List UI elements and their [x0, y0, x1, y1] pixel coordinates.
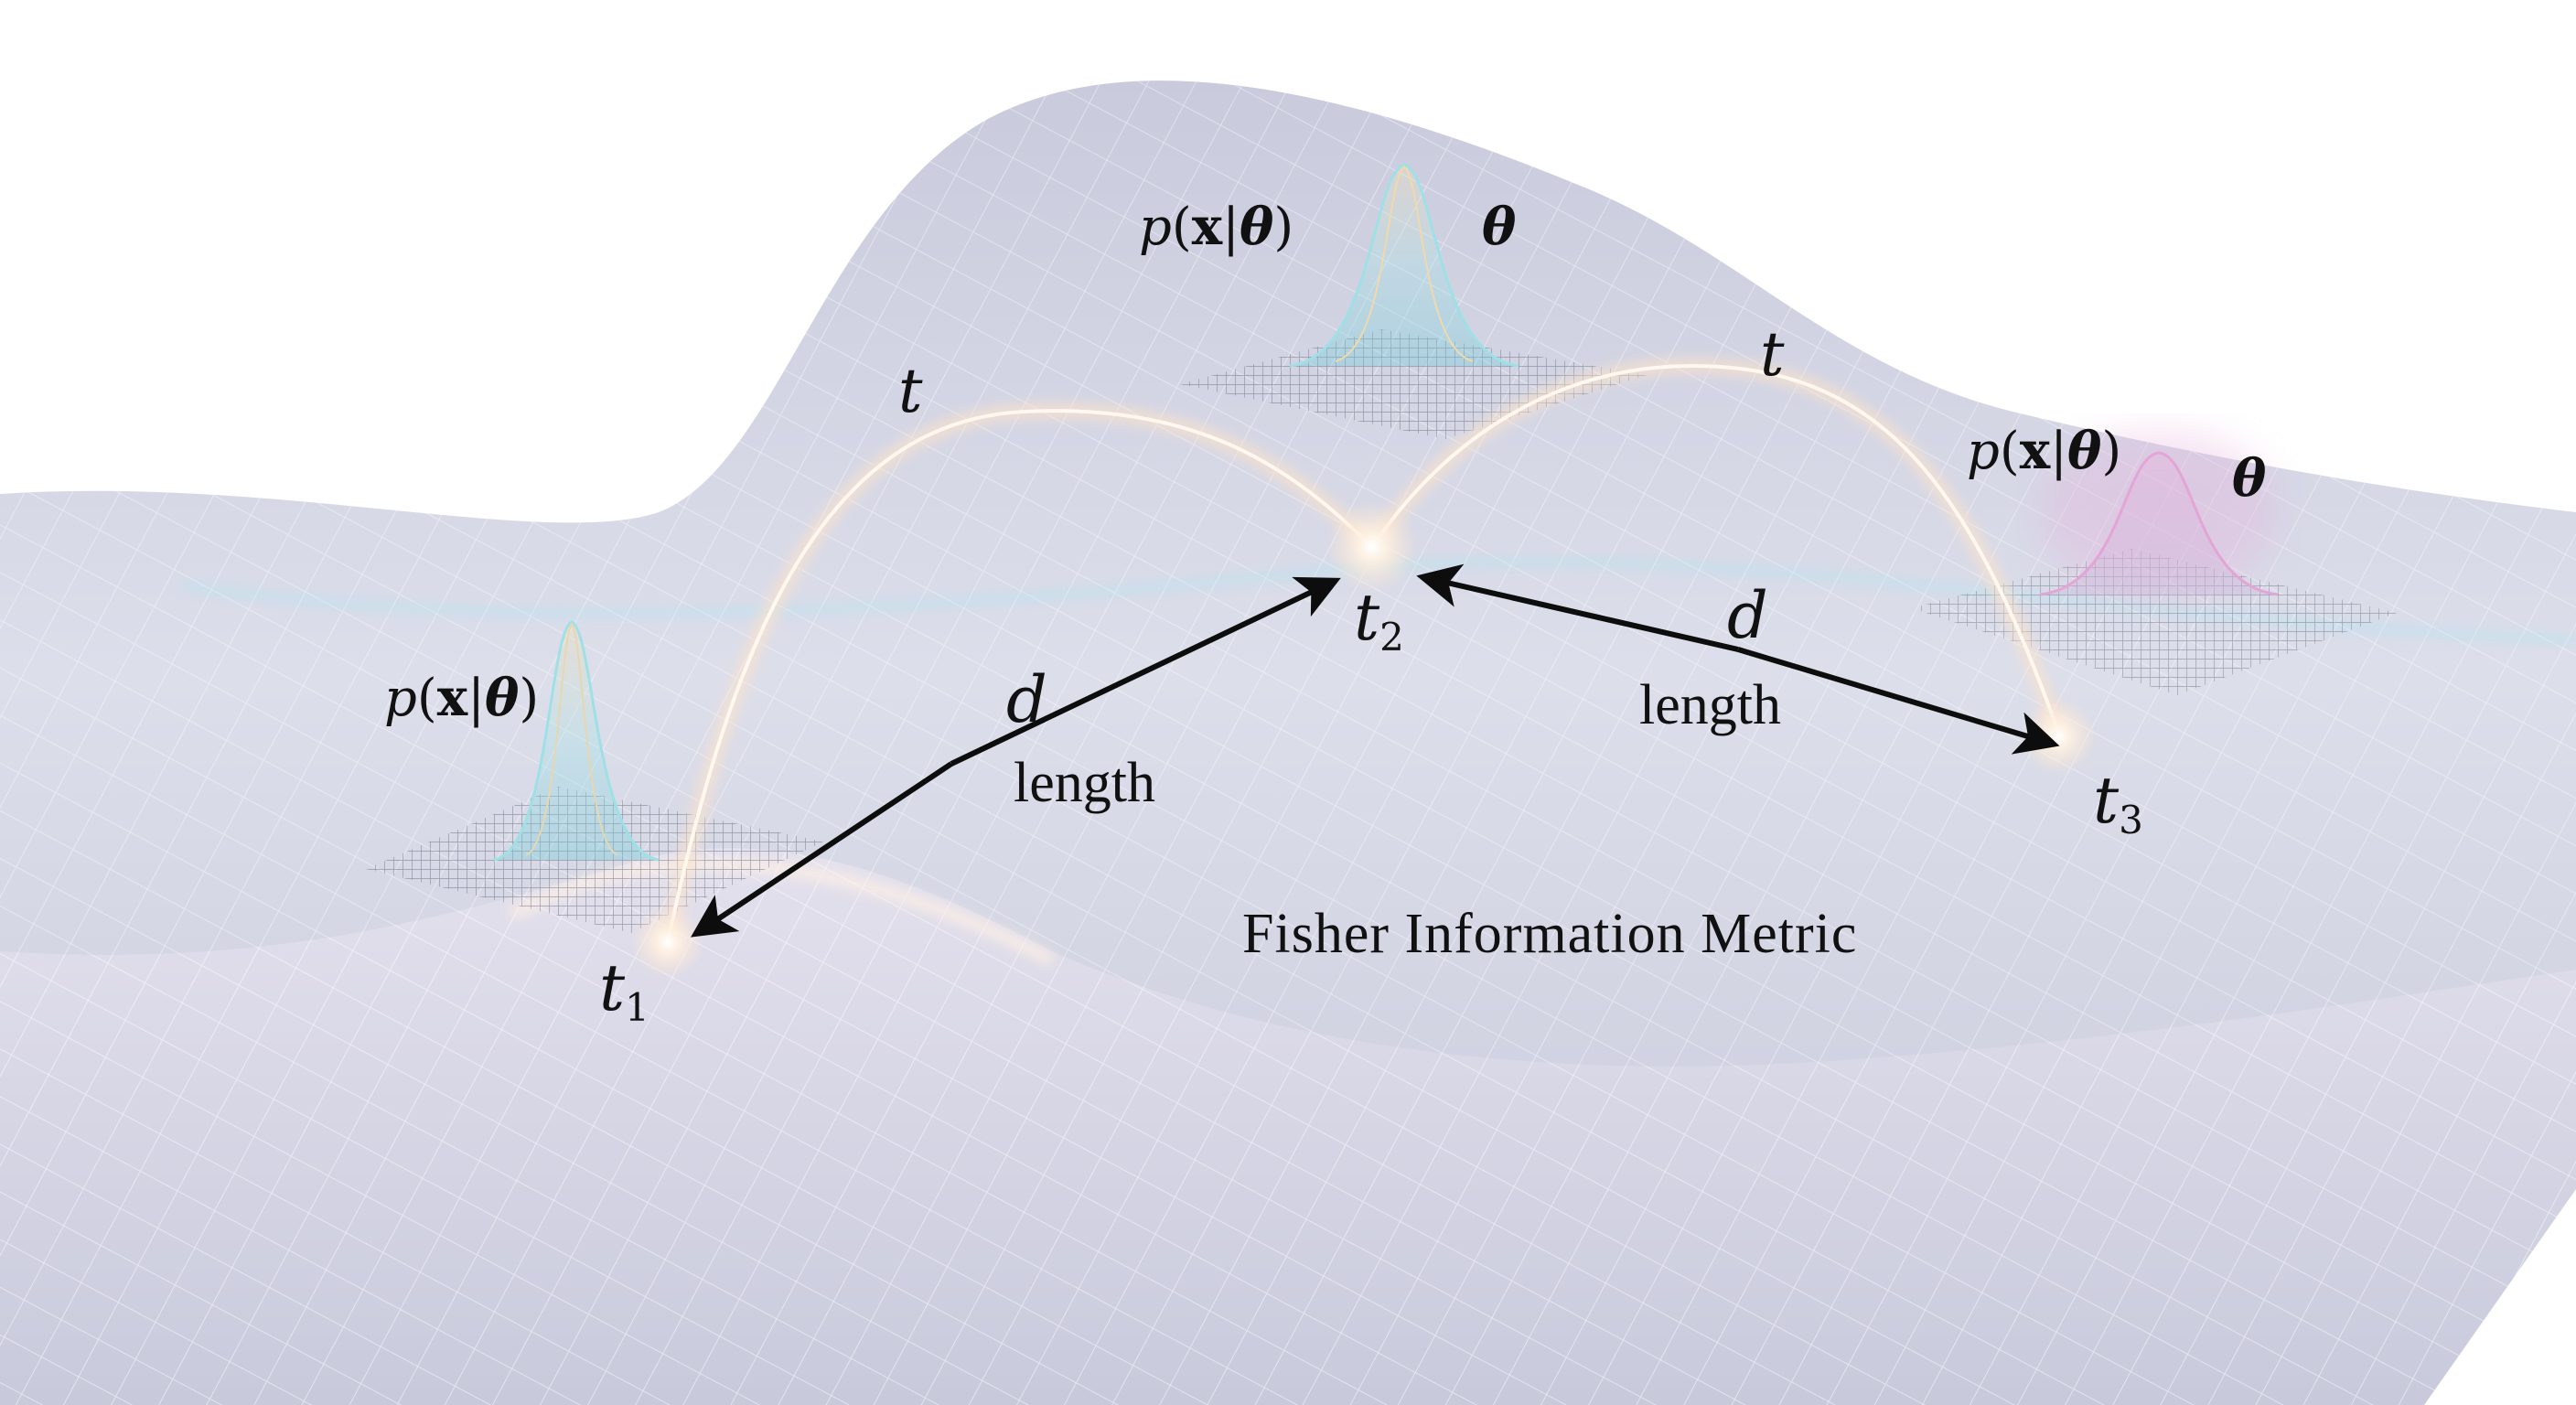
p-symbol: p	[1967, 422, 2000, 481]
label-point-t1: t1	[599, 950, 649, 1030]
point-t2-glow	[1326, 501, 1418, 593]
p-symbol: p	[1139, 198, 1172, 257]
label-distance-d-left: d	[1006, 662, 1047, 737]
point-t1-glow	[631, 906, 704, 979]
x-symbol: x	[436, 668, 468, 728]
paren-close: )	[519, 669, 540, 728]
label-geodesic-t-left: t	[898, 356, 923, 426]
paren-open: (	[1171, 198, 1192, 257]
label-center-theta: θ	[1482, 197, 1517, 257]
distance-arrow-t1-t2	[950, 576, 1341, 767]
paren-open: (	[416, 669, 437, 728]
theta-symbol: θ	[2066, 421, 2102, 481]
x-symbol: x	[2019, 421, 2051, 481]
paren-close: )	[2101, 422, 2122, 481]
p-symbol: p	[384, 669, 417, 728]
paren-open: (	[1999, 422, 2020, 481]
gaussian-right	[2039, 430, 2279, 596]
label-left-distribution: p(x|θ)	[384, 672, 539, 724]
geodesic-t1-t2	[660, 402, 1379, 944]
label-point-t2: t2	[1354, 580, 1404, 660]
distribution-base-right	[1912, 549, 2397, 695]
x-symbol: x	[1191, 197, 1223, 257]
label-distance-d-right: d	[1727, 578, 1768, 653]
label-length-right: length	[1639, 674, 1781, 736]
diagram-title: Fisher Information Metric	[1242, 903, 1858, 965]
label-length-left: length	[1014, 752, 1155, 814]
distance-arrow-t2-t3	[1416, 563, 1739, 652]
gaussian-center	[1289, 163, 1519, 368]
given-bar: |	[1222, 198, 1240, 257]
label-center-distribution: p(x|θ)	[1139, 201, 1293, 253]
theta-symbol: θ	[484, 668, 520, 728]
paren-close: )	[1273, 198, 1294, 257]
label-right-distribution: p(x|θ)	[1967, 425, 2121, 477]
label-right-theta: θ	[2232, 448, 2267, 509]
geodesic-t2-t3	[1365, 357, 2066, 735]
given-bar: |	[2050, 422, 2067, 481]
label-point-t3: t3	[2093, 763, 2143, 842]
given-bar: |	[467, 669, 485, 728]
label-geodesic-t-right: t	[1760, 319, 1785, 390]
theta-symbol: θ	[1239, 197, 1274, 257]
gaussian-left	[493, 620, 660, 862]
